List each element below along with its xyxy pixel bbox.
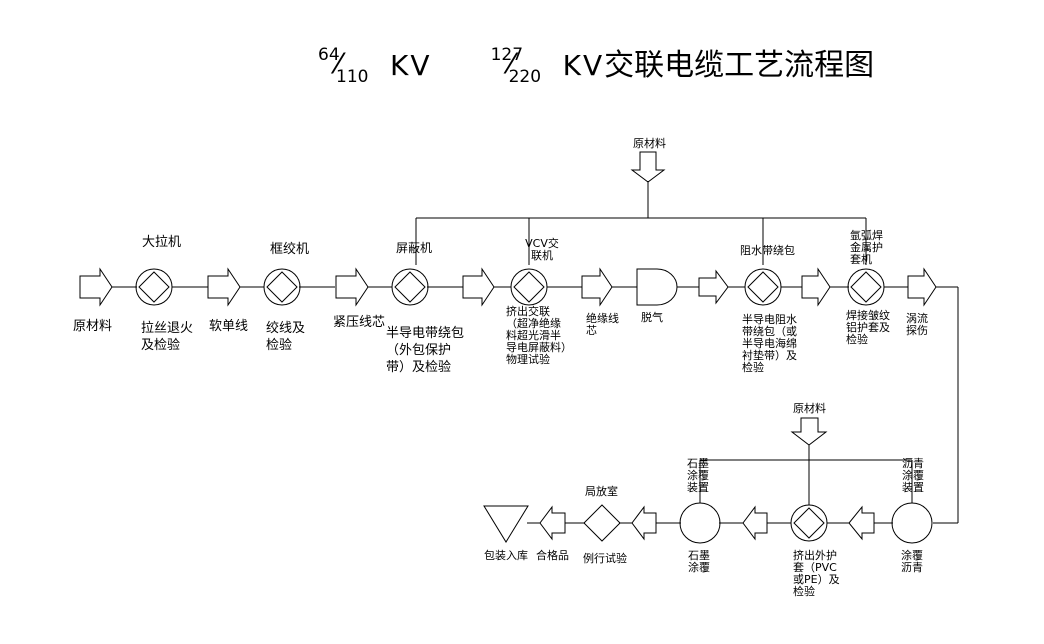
flow-arrow — [907, 267, 937, 307]
step-drawing-annealing: 拉丝退火及检验 — [141, 321, 194, 353]
machine-draw-symbol — [135, 268, 173, 306]
degassing-symbol — [636, 268, 678, 306]
step-routine-test: 例行试验 — [583, 552, 627, 565]
machine-frame-label: 框绞机 — [270, 242, 310, 257]
flow-arrow — [742, 505, 768, 541]
top-supply-lines — [415, 181, 867, 265]
machine-water-label: 阻水带绕包 — [740, 244, 795, 257]
step-semicon-tape: 半导电带绕包（外包保护带）及检验 — [386, 326, 465, 375]
step-stranding: 绞线及检验 — [266, 321, 306, 353]
step-water-block-tape: 半导电阻水带绕包（或半导电海绵衬垫带）及检验 — [742, 313, 797, 374]
flow-arrow — [698, 269, 729, 305]
machine-partial-discharge-label: 局放室 — [585, 485, 618, 498]
step-eddy-current: 涡流探伤 — [906, 312, 928, 337]
diagram-title: 64 ⁄ 110 KV 127 ⁄ 220 KV交联电缆工艺流程图 — [318, 40, 874, 90]
machine-vcv-symbol — [510, 268, 548, 306]
flow-arrow — [631, 505, 657, 541]
partial-discharge-symbol — [583, 504, 621, 542]
machine-shield-symbol — [391, 268, 429, 306]
voltage-2-numerator: 127 — [490, 44, 524, 65]
voltage-fraction-2: 127 ⁄ 220 — [491, 45, 563, 89]
step-packaging-storage: 包装入库 — [484, 549, 528, 562]
machine-asphalt-label: 沥青涂覆装置 — [902, 457, 924, 494]
machine-frame-symbol — [263, 268, 301, 306]
raw-material-label-bottom: 原材料 — [793, 402, 826, 415]
flow-arrow — [581, 267, 613, 307]
voltage-1-unit: KV — [390, 49, 432, 82]
step-outer-sheath: 挤出外护套（PVC或PE）及检验 — [793, 549, 840, 598]
machine-vcv-label: VCV交联机 — [525, 237, 559, 262]
graphite-coating-symbol — [679, 502, 721, 544]
step-qualified-product: 合格品 — [536, 549, 569, 562]
step-insulated-core: 绝缘线芯 — [586, 312, 619, 337]
title-text: 交联电缆工艺流程图 — [604, 48, 875, 83]
step-al-sheath-welding: 焊接皱纹铝护套及检验 — [846, 309, 890, 346]
machine-argon-symbol — [847, 268, 885, 306]
flow-arrow — [801, 267, 831, 307]
raw-material-label-top: 原材料 — [633, 137, 666, 150]
top-flow-line — [112, 286, 959, 524]
step-compacted-core: 紧压线芯 — [333, 315, 386, 330]
voltage-2-denominator: 220 — [508, 66, 542, 87]
machine-shield-label: 屏蔽机 — [396, 241, 433, 255]
voltage-fraction-1: 64 ⁄ 110 — [318, 45, 390, 89]
flow-arrow — [79, 267, 113, 307]
machine-draw-label: 大拉机 — [142, 235, 182, 250]
step-extrusion-crosslink: 挤出交联（超净绝缘料超光滑半导电屏蔽料）物理试验 — [506, 305, 567, 366]
flow-arrow — [335, 267, 369, 307]
machine-argon-label: 氩弧焊金属护套机 — [850, 229, 883, 266]
sheath-extruder-symbol — [790, 504, 828, 542]
fraction-slash: ⁄ — [336, 46, 341, 80]
flow-arrow — [539, 505, 566, 541]
step-degassing: 脱气 — [641, 311, 663, 324]
raw-material-input-arrow-top — [630, 151, 666, 183]
machine-water-symbol — [744, 268, 782, 306]
voltage-1-numerator: 64 — [318, 44, 340, 65]
step-raw-material: 原材料 — [73, 319, 113, 334]
step-soft-wire: 软单线 — [209, 319, 249, 334]
fraction-slash: ⁄ — [508, 46, 514, 80]
raw-material-input-arrow-bottom — [790, 417, 828, 446]
packaging-storage-symbol — [483, 505, 529, 543]
machine-graphite-label: 石墨涂覆装置 — [687, 457, 709, 494]
flow-arrow — [207, 267, 241, 307]
asphalt-coating-symbol — [891, 502, 933, 544]
voltage-1-denominator: 110 — [336, 66, 369, 87]
flow-arrow — [848, 505, 875, 541]
flow-arrow — [462, 267, 495, 307]
step-asphalt-coating: 涂覆沥青 — [901, 549, 923, 574]
bottom-supply-lines — [699, 445, 913, 505]
step-graphite-coating: 石墨涂覆 — [688, 549, 710, 574]
voltage-2-unit: KV — [562, 49, 605, 82]
